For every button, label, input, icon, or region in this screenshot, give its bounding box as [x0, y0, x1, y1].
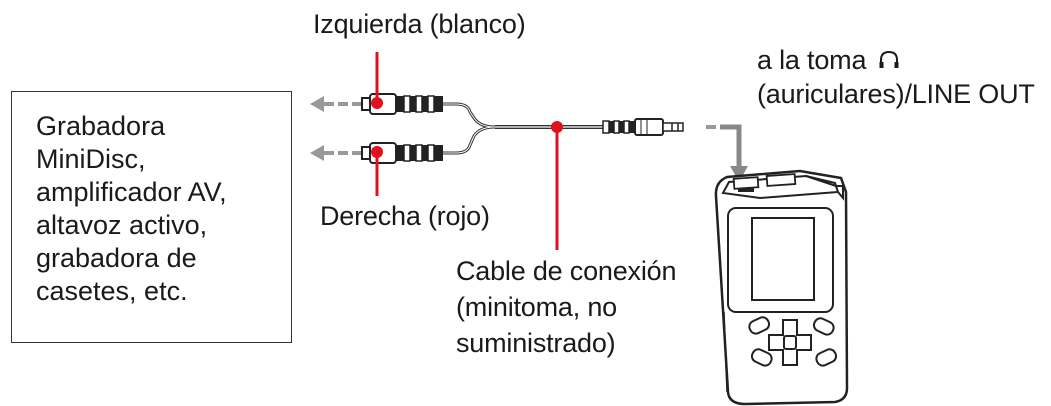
rca-plug-red: [361, 142, 443, 164]
device-line: grabadora de: [36, 243, 197, 273]
y-cable: [443, 102, 603, 155]
device-line: MiniDisc,: [36, 144, 146, 174]
control-buttons: [748, 316, 838, 367]
callout-dots: [371, 97, 563, 158]
device-line: altavoz activo,: [36, 210, 208, 240]
device-line: Grabadora: [36, 111, 166, 141]
arrow-down-icon: [706, 124, 748, 182]
cable-label-line2: (minitoma, no: [456, 292, 617, 322]
cable-label-line1: Cable de conexión: [456, 256, 677, 286]
jack-label-line2: (auriculares)/LINE OUT: [757, 79, 1035, 109]
device-list: Grabadora MiniDisc, amplificador AV, alt…: [36, 110, 227, 308]
jack-label-prefix: a la toma: [757, 45, 867, 75]
device-box: Grabadora MiniDisc, amplificador AV, alt…: [11, 91, 292, 343]
arrow-left-icon: [310, 145, 362, 161]
mini-plug: [602, 118, 684, 136]
right-channel-label: Derecha (rojo): [320, 201, 490, 231]
headphones-icon: [879, 50, 899, 68]
arrow-left-icon: [310, 96, 362, 112]
device-line: casetes, etc.: [36, 276, 188, 306]
cable-label-line3: suministrado): [456, 328, 616, 358]
device-line: amplificador AV,: [36, 177, 227, 207]
jack-label-line1: a la toma: [757, 44, 900, 77]
portable-player: [714, 169, 849, 406]
left-channel-label: Izquierda (blanco): [313, 9, 526, 39]
